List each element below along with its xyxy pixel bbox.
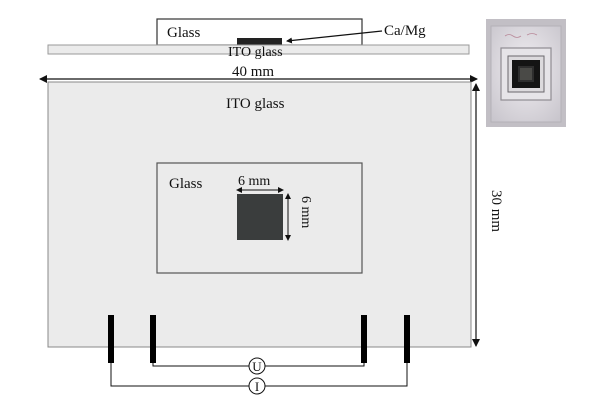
top-view: ITO glass Glass 6 mm 6 mm bbox=[47, 81, 472, 348]
sample-photo bbox=[486, 19, 566, 127]
inner-glass-label: Glass bbox=[169, 176, 202, 192]
voltage-wire bbox=[152, 363, 365, 367]
width-dimension: 40 mm bbox=[39, 64, 478, 83]
top-ito-label: ITO glass bbox=[226, 96, 285, 112]
current-symbol-label: I bbox=[255, 379, 259, 394]
electrode-outer-left bbox=[108, 315, 114, 363]
side-view: Glass ITO glass Ca/Mg bbox=[47, 18, 470, 60]
square-height-label: 6 mm bbox=[298, 196, 313, 228]
square-width-label: 6 mm bbox=[238, 174, 270, 189]
voltage-symbol-label: U bbox=[252, 359, 262, 374]
height-dim-label: 30 mm bbox=[488, 190, 504, 232]
ammeter-symbol bbox=[248, 377, 266, 395]
electrode-inner-left bbox=[150, 315, 156, 363]
electrode-inner-right bbox=[361, 315, 367, 363]
four-probe-circuit: U I bbox=[108, 315, 410, 395]
current-wire bbox=[110, 363, 408, 387]
side-ito-label: ITO glass bbox=[228, 45, 283, 60]
ca-mg-label: Ca/Mg bbox=[384, 23, 426, 39]
width-dim-label: 40 mm bbox=[232, 64, 274, 80]
height-dimension: 30 mm bbox=[472, 83, 504, 347]
active-square bbox=[237, 194, 283, 240]
electrode-outer-right bbox=[404, 315, 410, 363]
side-glass-label: Glass bbox=[167, 25, 200, 41]
voltmeter-symbol bbox=[248, 357, 266, 375]
inner-glass-cover bbox=[156, 162, 363, 274]
ca-mg-pointer-arrow bbox=[286, 30, 383, 44]
side-ca-mg-layer bbox=[237, 38, 282, 45]
side-ito-glass bbox=[47, 44, 470, 55]
